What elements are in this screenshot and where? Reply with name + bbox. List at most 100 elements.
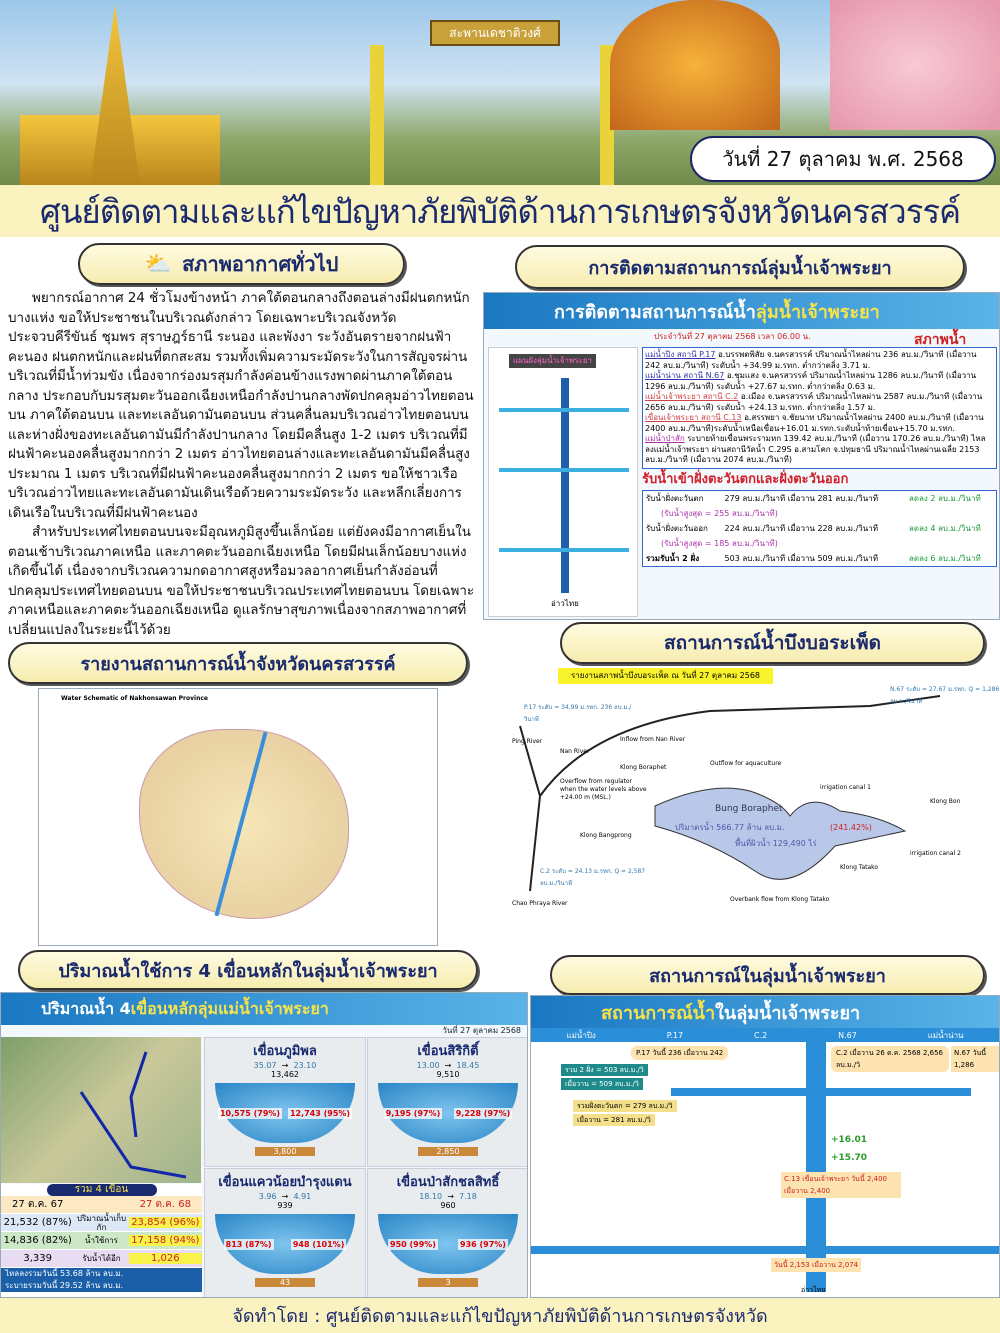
panel-title-highlight: ลุ่มน้ำเจ้าพระยา xyxy=(755,301,880,323)
tributary xyxy=(499,468,629,472)
pagoda-image xyxy=(90,5,140,185)
map-title: Water Schematic of Nakhonsawan Province xyxy=(61,695,208,702)
panel-header: ปริมาณน้ำ 4 เขื่อนหลักลุ่มแม่น้ำเจ้าพระย… xyxy=(1,993,527,1025)
lake-area: พื้นที่ผิวน้ำ 129,490 ไร่ xyxy=(735,839,817,848)
footer: จัดทำโดย : ศูนย์ติดตามและแก้ไขปัญหาภัยพิ… xyxy=(0,1298,1000,1333)
col-68: 27 ต.ค. 68 xyxy=(139,1199,191,1210)
lake-percent: (241.42%) xyxy=(830,823,872,832)
diagram-label: Outflow for aquaculture xyxy=(710,760,782,767)
dragon-image xyxy=(610,0,780,130)
diagram-label: Klong Boraphet xyxy=(620,764,667,771)
n67-reading: N.67 ระดับ = 27.67 ม.รทก. Q = 1,286 ลบ.ม… xyxy=(890,686,1000,705)
dams-heading: ปริมาณน้ำใช้การ 4 เขื่อนหลักในลุ่มน้ำเจ้… xyxy=(18,950,478,990)
panel-header: การติดตามสถานการณ์น้ำลุ่มน้ำเจ้าพระยา xyxy=(484,293,999,329)
lake-volume: ปริมาตรน้ำ 566.77 ล้าน ลบ.ม. xyxy=(675,823,785,832)
diagram-label: Klong Bon xyxy=(930,798,961,805)
panel-title: การติดตามสถานการณ์น้ำ xyxy=(554,301,756,323)
gulf-label: อ่าวไทย xyxy=(801,1286,826,1294)
nan-river xyxy=(539,695,941,797)
n67-box: N.67 วันนี้ 1,286 xyxy=(951,1046,999,1072)
diagram-label: Ping River xyxy=(512,738,543,745)
station-item: แม่น้ำปิง สถานี P.17 อ.บรรพตพิสัย จ.นครส… xyxy=(645,350,977,370)
main-channel xyxy=(806,1042,826,1292)
c2-reading: C.2 ระดับ = 24.13 ม.รทก. Q = 2,587 ลบ.ม.… xyxy=(540,868,646,887)
p17-box: P.17 วันนี้ 236 เมื่อวาน 242 xyxy=(631,1046,729,1060)
gulf-label: อ่าวไทย xyxy=(551,599,579,608)
panel-date: วันที่ 27 ตุลาคม 2568 xyxy=(442,1026,521,1035)
bridge-sign: สะพานเดชาติวงศ์ xyxy=(430,20,560,46)
chao-phraya-panel: การติดตามสถานการณ์น้ำลุ่มน้ำเจ้าพระยา ปร… xyxy=(483,292,1000,620)
panel-title: ปริมาณน้ำ 4 xyxy=(41,998,131,1018)
diagram-label: irrigation canal 2 xyxy=(910,850,961,857)
chao-phraya-heading: การติดตามสถานการณ์ลุ่มน้ำเจ้าพระยา xyxy=(515,245,965,289)
upstream-level: +16.01 xyxy=(831,1135,868,1145)
footer-credit: จัดทำโดย : ศูนย์ติดตามและแก้ไขปัญหาภัยพิ… xyxy=(232,1306,768,1327)
diagram-label: Overflow from regulator when the water l… xyxy=(560,778,647,801)
canal xyxy=(671,1088,971,1096)
dams-panel: ปริมาณน้ำ 4 เขื่อนหลักลุ่มแม่น้ำเจ้าพระย… xyxy=(0,992,528,1298)
dams-heading-text: ปริมาณน้ำใช้การ 4 เขื่อนหลักในลุ่มน้ำเจ้… xyxy=(58,960,438,982)
boraphet-diagram: รายงานสภาพน้ำบึงบอระเพ็ด ณ วันที่ 27 ตุล… xyxy=(510,666,1000,950)
table-row: (รับน้ำสูงสุด = 185 ลบ.ม./วินาที) xyxy=(661,538,778,548)
panel-header: สถานการณ์น้ำในลุ่มน้ำเจ้าพระยา xyxy=(531,996,999,1028)
station-list: แม่น้ำปิง สถานี P.17 อ.บรรพตพิสัย จ.นครส… xyxy=(642,347,997,469)
dam-card: เขื่อนสิริกิติ์ 13.00 → 18.45 9,510 9,19… xyxy=(367,1037,527,1167)
boraphet-heading: สถานการณ์น้ำบึงบอระเพ็ด xyxy=(560,622,985,664)
lake-name: Bung Boraphet xyxy=(715,804,783,814)
schematic-title: แผนผังลุ่มน้ำเจ้าพระยา xyxy=(509,354,597,368)
diagram-label: Nan River xyxy=(560,748,590,755)
basin-panel: สถานการณ์น้ำในลุ่มน้ำเจ้าพระยา แม่น้ำปิง… xyxy=(530,995,1000,1298)
lake-shape xyxy=(654,787,907,880)
downstream-level: +15.70 xyxy=(831,1153,868,1163)
report-date-bar: รายงานสภาพน้ำบึงบอระเพ็ด ณ วันที่ 27 ตุล… xyxy=(558,668,773,684)
diagram-label: irrigation canal 1 xyxy=(820,784,871,791)
weather-text: พยากรณ์อากาศ 24 ชั่วโมงข้างหน้า ภาคใต้ตอ… xyxy=(8,289,480,640)
c29-box: วันนี้ 2,153 เมื่อวาน 2,074 xyxy=(771,1258,862,1272)
west-total: รวม 2 ฝั่ง = 503 ลบ.ม./วิ xyxy=(561,1064,648,1076)
tributary xyxy=(499,548,629,552)
intake-heading: รับน้ำเข้าฝั่งตะวันตกและฝั่งตะวันออก xyxy=(642,471,849,487)
boraphet-heading-text: สถานการณ์น้ำบึงบอระเพ็ด xyxy=(664,632,881,654)
weather-paragraph: พยากรณ์อากาศ 24 ชั่วโมงข้างหน้า ภาคใต้ตอ… xyxy=(8,291,474,521)
west-yesterday: เมื่อวาน = 509 ลบ.ม./วิ xyxy=(561,1078,643,1090)
station-item: แม่น้ำเจ้าพระยา สถานี C.2 อ.เมือง จ.นครส… xyxy=(645,392,983,412)
main-river xyxy=(561,378,569,593)
summary-title: รวม 4 เขื่อน xyxy=(46,1184,157,1196)
tributary xyxy=(499,408,629,412)
station-item: แม่น้ำน่าน สถานี N.67 อ.ชุมแสง จ.นครสวรร… xyxy=(645,371,977,391)
header-banner: สะพานเดชาติวงศ์ xyxy=(0,0,1000,185)
river-path xyxy=(79,1051,187,1179)
basin-heading: สถานการณ์ในลุ่มน้ำเจ้าพระยา xyxy=(550,955,985,995)
diagram-label: Klong Tatako xyxy=(840,864,879,871)
ping-river xyxy=(519,725,542,892)
outflow-total: ระบายรวมวันนี้ 29.52 ล้าน ลบ.ม. xyxy=(1,1280,202,1292)
basin-heading-text: สถานการณ์ในลุ่มน้ำเจ้าพระยา xyxy=(649,965,886,987)
province-heading-text: รายงานสถานการณ์น้ำจังหวัดนครสวรรค์ xyxy=(80,653,396,675)
status-column: แม่น้ำปิง สถานี P.17 อ.บรรพตพิสัย จ.นครส… xyxy=(642,347,997,619)
west-bank: รวมฝั่งตะวันตก = 279 ลบ.ม./วิ xyxy=(573,1100,677,1112)
diagram-label: Klong Bangprong xyxy=(580,832,632,839)
bridge-pylon xyxy=(370,45,384,185)
weather-heading-text: สภาพอากาศทั่วไป xyxy=(182,252,339,276)
canal xyxy=(531,1246,999,1254)
page-title: ศูนย์ติดตามและแก้ไขปัญหาภัยพิบัติด้านการ… xyxy=(39,191,961,231)
dam-card: เขื่อนแควน้อยบำรุงแดน 3.96 → 4.91 939 81… xyxy=(204,1168,366,1297)
as-of-date: ประจำวันที่ 27 ตุลาคม 2568 เวลา 06.00 น. xyxy=(654,332,811,341)
dam-location-map xyxy=(1,1037,201,1183)
panel-title-highlight: เขื่อนหลักลุ่มแม่น้ำเจ้าพระยา xyxy=(130,998,329,1018)
chao-phraya-heading-text: การติดตามสถานการณ์ลุ่มน้ำเจ้าพระยา xyxy=(588,257,892,279)
sun-cloud-icon: ⛅ xyxy=(144,251,173,277)
west-bank-yesterday: เมื่อวาน = 281 ลบ.ม./วิ xyxy=(573,1114,655,1126)
dam-card: เขื่อนภูมิพล 35.07 → 23.10 13,462 10,575… xyxy=(204,1037,366,1167)
province-shape xyxy=(139,729,349,919)
diagram-label: Inflow from Nan River xyxy=(620,736,686,743)
